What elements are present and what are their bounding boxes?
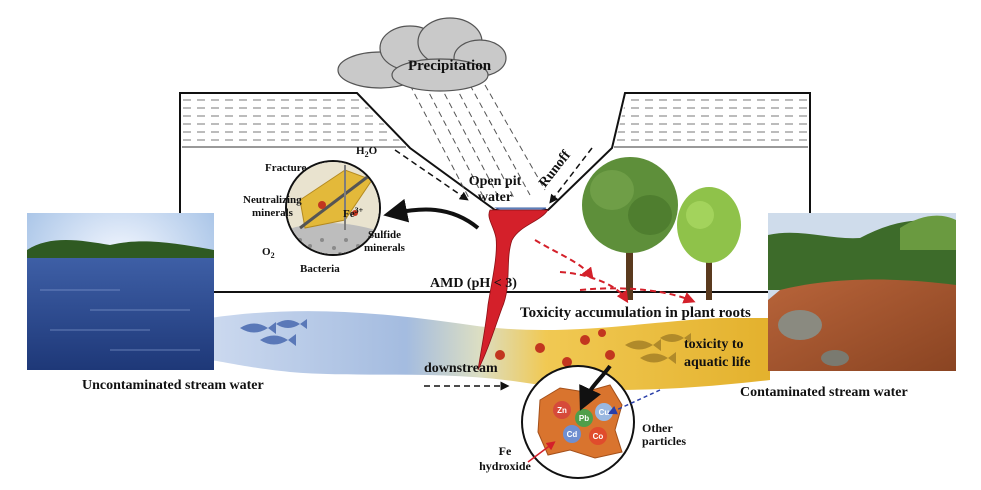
precipitation-label: Precipitation (408, 58, 492, 74)
sulfide-label-line2: minerals (364, 242, 406, 254)
right-bench-layer (614, 95, 808, 147)
infiltration-arrow (394, 149, 469, 201)
fe3-label: Fe3+ (343, 206, 364, 220)
amd-label: AMD (pH < 3) (430, 276, 517, 291)
toxicity-aquatic-label-line2: aquatic life (684, 355, 751, 370)
uncontaminated-label: Uncontaminated stream water (82, 378, 264, 393)
h2o-label: H2O (356, 145, 378, 159)
amd-plume (477, 209, 549, 371)
cloud-icon (337, 17, 507, 92)
sulfide-label-line1: Sulfide (368, 229, 401, 241)
metal-ion-cu: Cu (599, 408, 610, 417)
rain-lines (409, 84, 546, 201)
bacteria-label: Bacteria (300, 263, 340, 275)
contaminated-label: Contaminated stream water (740, 385, 908, 400)
metal-ion-pb: Pb (579, 414, 589, 423)
toxicity-roots-arrows (534, 239, 696, 304)
fe-hydroxide-label-line2: hydroxide (479, 459, 531, 473)
metal-ion-zn: Zn (557, 406, 567, 415)
stream-band (210, 311, 770, 390)
fe-hydroxide-arrow (527, 441, 556, 463)
fe-hydroxide-label-line1: Fe (499, 444, 512, 458)
left-bench-layer (182, 95, 406, 147)
metal-ions (553, 401, 613, 445)
other-particles-label-line2: particles (642, 434, 686, 448)
open-pit-label-line2: water (478, 190, 512, 205)
amd-to-inset-arrow (383, 198, 480, 230)
downstream-label: downstream (424, 361, 498, 376)
o2-label: O2 (262, 246, 275, 260)
open-pit-label-line1: Open pit (469, 174, 522, 189)
metal-particle-icons (495, 329, 615, 367)
runoff-label: Runoff (536, 148, 574, 191)
fish-icon (240, 319, 307, 346)
metal-ion-cd: Cd (567, 430, 578, 439)
neutralizing-label-line1: Neutralizing (243, 194, 302, 206)
tree-large-icon (582, 157, 678, 300)
into-inset-arrow (579, 364, 612, 411)
fracture-label: Fracture (265, 162, 306, 174)
neutralizing-label-line2: minerals (252, 207, 294, 219)
toxicity-aquatic-label-line1: toxicity to (684, 337, 743, 352)
fish-contaminated-icon (625, 333, 691, 364)
contaminated-photo (768, 213, 956, 371)
runoff-arrow (549, 147, 593, 204)
other-particles-arrow (607, 389, 661, 415)
tree-small-icon (677, 187, 741, 300)
toxicity-roots-label: Toxicity accumulation in plant roots (520, 305, 751, 321)
other-particles-label-line1: Other (642, 421, 673, 435)
mineral-inset (285, 160, 381, 256)
metal-ion-co: Co (593, 432, 604, 441)
uncontaminated-photo (27, 213, 214, 370)
